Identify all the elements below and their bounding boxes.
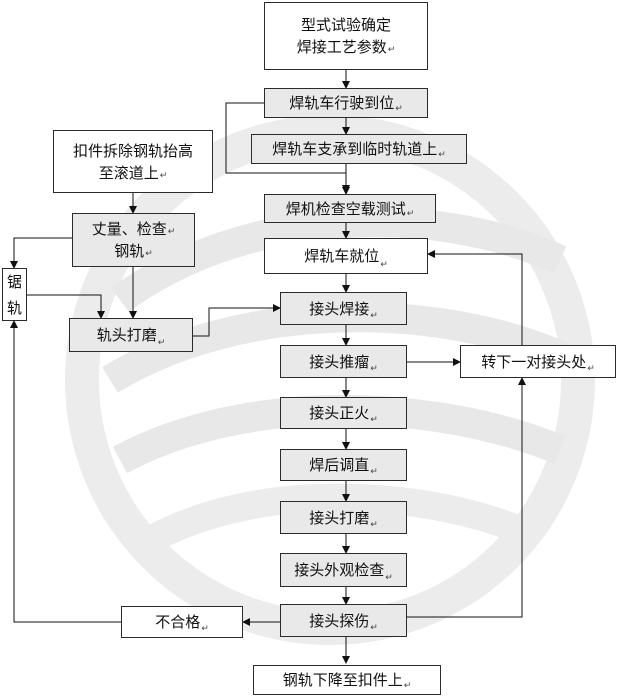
node-rail-grind: 轨头打磨↵ — [69, 318, 193, 352]
arrow-saw-railgrind — [27, 294, 105, 319]
node-no-load-test: 焊机检查空载测试↵ — [264, 194, 436, 223]
arrow-nextjoint-position — [427, 250, 523, 345]
node-saw-char-1: 锯 — [6, 272, 22, 291]
node-type-test-line-1: 型式试验确定 — [300, 16, 391, 34]
node-measure: 丈量、检查↵ 钢轨↵ — [72, 213, 195, 267]
node-positioning-label: 焊轨车就位 — [304, 247, 380, 265]
enter-mark: ↵ — [159, 170, 168, 181]
node-normalize-label: 接头正火 — [309, 404, 370, 422]
node-remove-fastener-line-2: 至滚道上 — [98, 163, 159, 182]
node-lower-rail: 钢轨下降至扣件上↵ — [253, 665, 441, 695]
enter-mark: ↵ — [370, 311, 378, 321]
node-type-test: 型式试验确定 焊接工艺参数↵ — [264, 2, 428, 70]
enter-mark: ↵ — [587, 364, 595, 374]
node-rail-grind-label: 轨头打磨 — [96, 326, 157, 344]
node-drive-in-label: 焊轨车行驶到位 — [289, 94, 395, 112]
node-saw-char-2: 轨 — [6, 298, 22, 317]
node-joint-grind: 接头打磨↵ — [280, 501, 407, 534]
enter-mark: ↵ — [370, 415, 378, 425]
node-support: 焊轨车支承到临时轨道上↵ — [251, 134, 467, 164]
enter-mark: ↵ — [387, 45, 396, 55]
enter-mark: ↵ — [157, 338, 166, 348]
node-flaw-detection: 接头探伤↵ — [280, 604, 407, 637]
node-joint-grind-label: 接头打磨 — [309, 508, 370, 527]
node-next-joint-label: 转下一对接头处 — [481, 352, 587, 371]
node-saw: 锯 轨 — [2, 268, 27, 321]
enter-mark: ↵ — [145, 249, 153, 259]
enter-mark: ↵ — [385, 573, 393, 583]
enter-mark: ↵ — [370, 467, 378, 477]
enter-mark: ↵ — [395, 104, 403, 114]
node-measure-line-2: 钢轨 — [114, 242, 145, 260]
node-remove-fastener-line-1: 扣件拆除钢轨抬高 — [72, 141, 193, 160]
node-no-load-test-label: 焊机检查空载测试 — [285, 199, 406, 218]
node-unqualified-label: 不合格 — [155, 613, 201, 631]
enter-mark: ↵ — [201, 624, 209, 634]
arrow-drive-to-noload — [225, 102, 350, 193]
enter-mark: ↵ — [370, 520, 378, 530]
arrow-flaw-nextjoint — [407, 377, 526, 618]
node-positioning: 焊轨车就位↵ — [264, 238, 428, 274]
node-unqualified: 不合格↵ — [121, 606, 243, 638]
node-welding: 接头焊接↵ — [280, 292, 407, 325]
node-flaw-detection-label: 接头探伤 — [309, 611, 370, 630]
enter-mark: ↵ — [406, 209, 415, 219]
node-straighten: 焊后调直↵ — [280, 449, 407, 481]
node-visual-inspection: 接头外观检查↵ — [280, 553, 407, 587]
node-visual-inspection-label: 接头外观检查 — [294, 561, 385, 579]
node-next-joint: 转下一对接头处↵ — [460, 345, 616, 378]
enter-mark: ↵ — [380, 260, 388, 270]
node-upset-label: 接头推瘤 — [309, 352, 370, 371]
node-normalize: 接头正火↵ — [280, 397, 407, 429]
node-measure-line-1: 丈量、检查 — [91, 220, 167, 238]
node-remove-fastener: 扣件拆除钢轨抬高 至滚道上↵ — [53, 130, 213, 193]
node-support-label: 焊轨车支承到临时轨道上 — [272, 140, 438, 158]
enter-mark: ↵ — [167, 227, 176, 237]
arrow-railgrind-weld — [193, 304, 281, 337]
node-welding-label: 接头焊接 — [309, 299, 370, 318]
enter-mark: ↵ — [370, 623, 378, 633]
enter-mark: ↵ — [438, 150, 446, 160]
enter-mark: ↵ — [370, 364, 378, 374]
node-lower-rail-label: 钢轨下降至扣件上 — [282, 671, 403, 689]
enter-mark: ↵ — [403, 681, 412, 691]
arrow-measure-saw — [10, 237, 72, 269]
node-straighten-label: 焊后调直 — [309, 456, 370, 474]
node-upset: 接头推瘤↵ — [280, 345, 407, 378]
node-drive-in: 焊轨车行驶到位↵ — [264, 88, 428, 118]
node-type-test-line-2: 焊接工艺参数 — [296, 38, 387, 56]
arrow-unqualified-saw — [10, 320, 121, 623]
